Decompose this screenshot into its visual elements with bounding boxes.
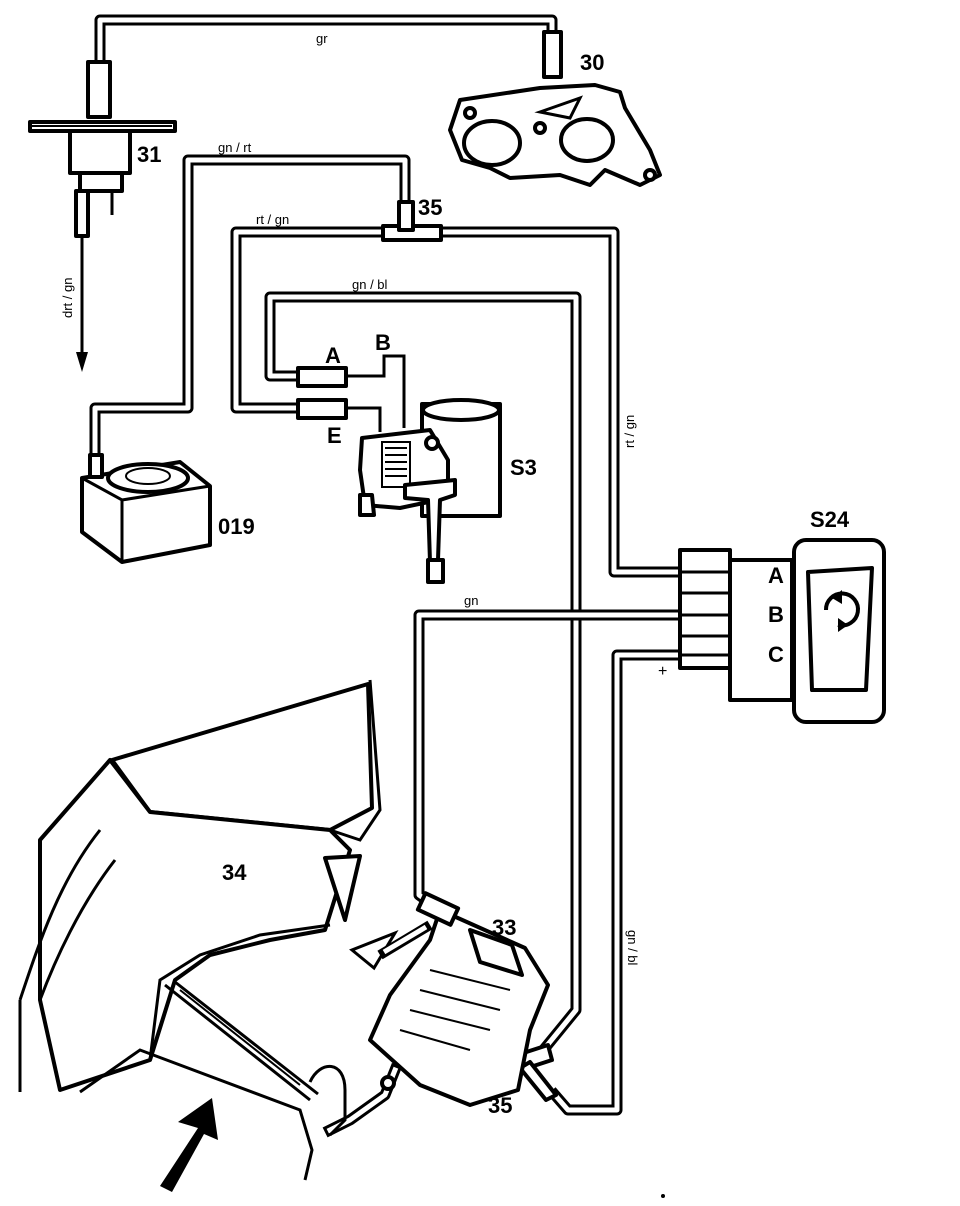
label-s3: S3 (510, 455, 537, 480)
seat-34 (18, 679, 382, 1181)
port-plus: + (658, 663, 667, 680)
speck (661, 1194, 665, 1198)
port-s24-c: C (768, 642, 784, 667)
hose-gn-bl (264, 291, 686, 1116)
switch-rotate-icon (823, 590, 860, 632)
hose-rt-gn (230, 226, 686, 578)
hose-label-gr: gr (316, 31, 328, 46)
label-31: 31 (137, 142, 161, 167)
label-34: 34 (222, 860, 247, 885)
hose-gn-rt (89, 154, 411, 468)
hose-label-gn-bl-side: gn / bl (625, 930, 640, 966)
flange-30 (448, 30, 662, 187)
port-s3-a: A (325, 343, 341, 368)
label-35-bottom: 35 (488, 1093, 512, 1118)
hose-label-gn: gn (464, 593, 478, 608)
hose-label-rt-gn-side: rt / gn (622, 415, 637, 448)
port-s3-e: E (327, 423, 342, 448)
hose-label-rt-gn-top: rt / gn (256, 212, 289, 227)
label-30: 30 (580, 50, 604, 75)
hose-label-gn-bl-top: gn / bl (352, 277, 388, 292)
label-s24: S24 (810, 507, 850, 532)
port-s3-b: B (375, 330, 391, 355)
port-s24-b: B (768, 602, 784, 627)
hose-label-drt-gn: drt / gn (60, 278, 75, 318)
label-019: 019 (218, 514, 255, 539)
airflow-arrow-icon (160, 920, 433, 1192)
reservoir-019 (80, 453, 212, 564)
valve-s3 (296, 354, 502, 584)
label-33: 33 (492, 915, 516, 940)
label-35-top: 35 (418, 195, 442, 220)
element-31 (28, 60, 177, 372)
hose-label-gn-rt: gn / rt (218, 140, 252, 155)
port-s24-a: A (768, 563, 784, 588)
pump-33 (368, 891, 550, 1107)
t-connector-35-top (381, 200, 443, 242)
